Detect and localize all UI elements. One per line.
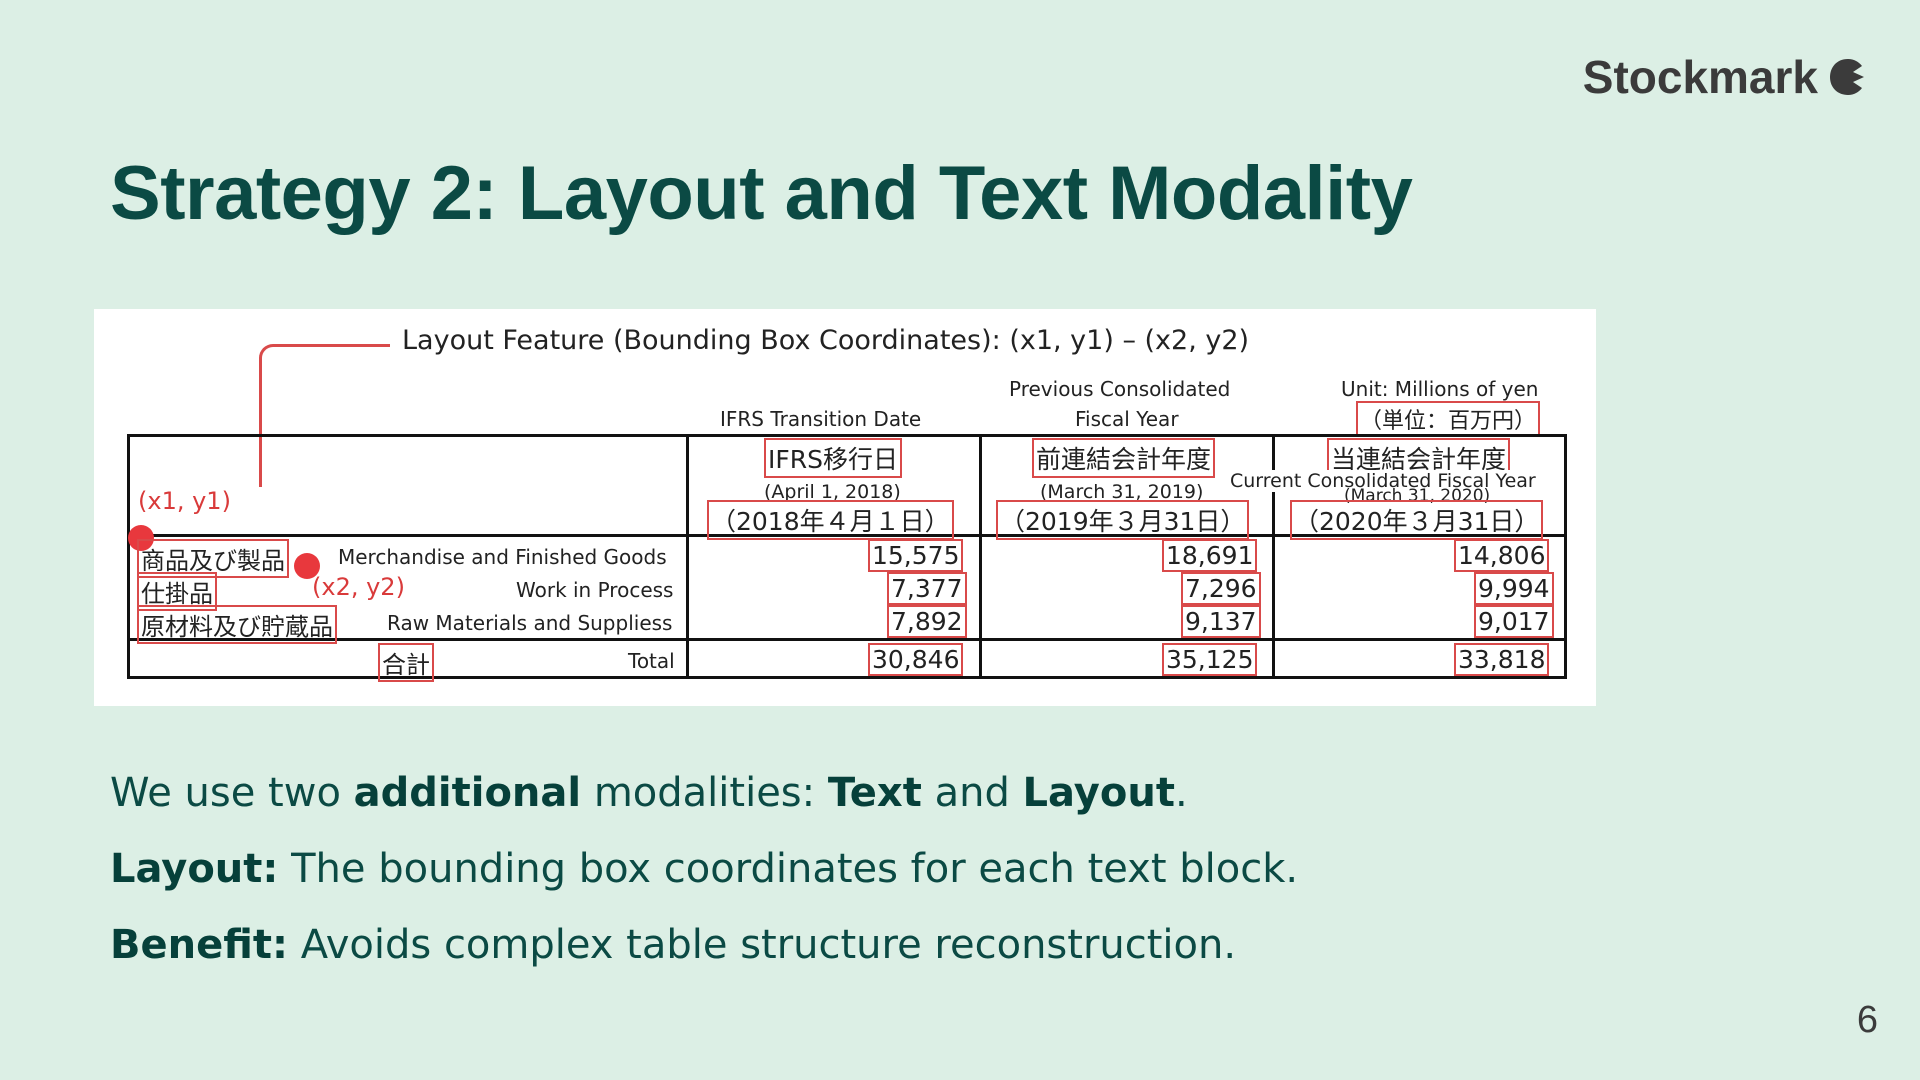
col2-header-en-line1: Previous Consolidated — [1009, 377, 1231, 401]
table-col2-border — [979, 434, 982, 679]
unit-label-en: Unit: Millions of yen — [1341, 377, 1539, 401]
bullet-layout: Layout: The bounding box coordinates for… — [110, 846, 1299, 892]
table-right-border — [1564, 434, 1567, 679]
marker-dot-x2y2 — [294, 553, 320, 579]
table-col3-border — [1272, 434, 1275, 679]
total-label-en: Total — [628, 649, 675, 673]
total-value-col2: 35,125 — [1162, 643, 1258, 676]
unit-label-jp: （単位：百万円） — [1356, 401, 1541, 437]
page-number: 6 — [1856, 999, 1878, 1041]
row2-value-col2: 7,296 — [1181, 572, 1261, 605]
table-header-divider — [127, 534, 1567, 537]
col1-header-jp: IFRS移行日 — [764, 438, 902, 478]
table-total-divider — [127, 638, 1567, 641]
total-label-jp: 合計 — [378, 643, 434, 682]
row3-label-en: Raw Materials and Suppliess — [387, 611, 673, 635]
marker-dot-x1y1 — [128, 525, 154, 551]
marker-label-x2y2: (x2, y2) — [312, 573, 405, 601]
row1-value-col1: 15,575 — [868, 539, 964, 572]
table-top-border — [127, 434, 1567, 437]
row1-value-col3: 14,806 — [1454, 539, 1550, 572]
row1-label-en: Merchandise and Finished Goods — [338, 545, 667, 569]
row1-value-col2: 18,691 — [1162, 539, 1258, 572]
col1-date-en: (April 1, 2018) — [764, 481, 901, 503]
table-left-border — [127, 434, 130, 679]
bullet-benefit: Benefit: Avoids complex table structure … — [110, 922, 1237, 968]
col2-header-jp: 前連結会計年度 — [1032, 438, 1216, 478]
row3-value-col1: 7,892 — [887, 605, 967, 638]
col1-date-jp: （2018年４月１日） — [707, 500, 954, 540]
figure-caption: Layout Feature (Bounding Box Coordinates… — [402, 325, 1250, 356]
stockmark-logo-icon — [1830, 59, 1864, 95]
row2-value-col1: 7,377 — [887, 572, 967, 605]
bullet-modalities: We use two additional modalities: Text a… — [110, 770, 1188, 816]
row3-value-col3: 9,017 — [1474, 605, 1554, 638]
col3-header-jp: 当連結会計年度 — [1327, 438, 1511, 478]
col3-date-jp: （2020年３月31日） — [1290, 500, 1544, 540]
total-value-col3: 33,818 — [1454, 643, 1550, 676]
layout-feature-figure: Layout Feature (Bounding Box Coordinates… — [94, 309, 1596, 706]
row2-value-col3: 9,994 — [1474, 572, 1554, 605]
caption-leader-line — [259, 344, 390, 487]
col1-header-en: IFRS Transition Date — [720, 407, 922, 431]
col2-header-en-line2: Fiscal Year — [1075, 407, 1179, 431]
slide-title: Strategy 2: Layout and Text Modality — [110, 151, 1413, 236]
row2-label-en: Work in Process — [516, 578, 674, 602]
brand-name: Stockmark — [1582, 51, 1818, 103]
row2-label-jp: 仕掛品 — [137, 572, 217, 611]
table-col1-border — [686, 434, 689, 679]
table-bottom-border — [127, 676, 1567, 679]
total-value-col1: 30,846 — [868, 643, 964, 676]
row1-label-jp: 商品及び製品 — [137, 539, 289, 578]
row3-value-col2: 9,137 — [1181, 605, 1261, 638]
col2-date-en: (March 31, 2019) — [1040, 481, 1204, 503]
col3-header-en: Current Consolidated Fiscal Year — [1230, 470, 1536, 492]
col2-date-jp: （2019年３月31日） — [996, 500, 1250, 540]
row3-label-jp: 原材料及び貯蔵品 — [137, 605, 337, 644]
brand-logo: Stockmark — [1583, 50, 1870, 104]
marker-label-x1y1: (x1, y1) — [138, 487, 231, 515]
